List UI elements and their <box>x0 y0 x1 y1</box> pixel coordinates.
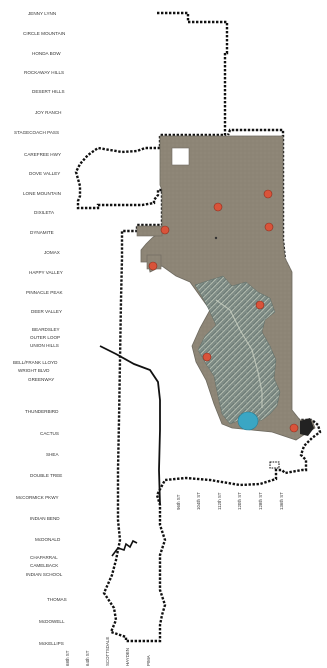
street-label: 120th ST <box>237 492 242 510</box>
street-label: 64th ST <box>85 650 90 666</box>
road-label: DIXILETA <box>34 210 55 215</box>
road-label: OUTER LOOP <box>30 335 60 340</box>
road-labels: JENNY LYNN CIRCLE MOUNTAIN HONDA BOW ROC… <box>13 11 67 646</box>
road-label: PINNACLE PEAK <box>26 290 63 295</box>
road-label: INDIAN SCHOOL <box>26 572 63 577</box>
road-label: McCORMICK PKWY <box>16 495 59 500</box>
road-label: DOUBLE TREE <box>30 473 62 478</box>
street-label: 128th ST <box>258 492 263 510</box>
trailhead-dot <box>214 236 218 240</box>
markers <box>148 189 299 433</box>
road-label: CHAPARRAL <box>30 555 58 560</box>
road-label: CIRCLE MOUNTAIN <box>23 31 65 36</box>
road-label: McDOWELL <box>39 619 65 624</box>
road-label: BEARDSLEY <box>32 327 60 332</box>
mountain-terrain <box>194 275 281 425</box>
canal-line <box>111 539 138 557</box>
road-label: CAMELBACK <box>30 563 59 568</box>
road-label: THOMAS <box>47 597 67 602</box>
marker[interactable] <box>255 300 265 310</box>
bottom-street-labels: 68th ST 64th ST SCOTTSDALE HAYDEN PIMA <box>65 637 151 666</box>
road-label: McDONALD <box>35 537 61 542</box>
road-label: CACTUS <box>40 431 59 436</box>
mountain-ridge <box>215 299 263 408</box>
road-label: JOMAX <box>44 250 60 255</box>
road-label: McKELLIPS <box>39 641 64 646</box>
street-label: 136th ST <box>279 492 284 510</box>
street-label: 68th ST <box>65 650 70 666</box>
water-body <box>237 411 259 431</box>
road-label: HAPPY VALLEY <box>29 270 63 275</box>
road-label: CAREFREE HWY <box>24 152 61 157</box>
marker[interactable] <box>160 225 170 235</box>
street-label: 96th ST <box>176 494 181 510</box>
road-label: LONE MOUNTAIN <box>23 191 61 196</box>
inner-street-labels: 96th ST 104th ST 112th ST 120th ST 128th… <box>176 492 284 510</box>
road-label: STAGECOACH PASS <box>14 130 59 135</box>
road-label: SHEA <box>46 452 59 457</box>
street-label: 104th ST <box>196 492 201 510</box>
marker[interactable] <box>289 423 299 433</box>
road-label: DOVE VALLEY <box>29 171 60 176</box>
marker[interactable] <box>263 189 273 199</box>
road-label: INDIAN BEND <box>30 516 60 521</box>
marker[interactable] <box>264 222 274 232</box>
preserve-block-1 <box>136 225 163 237</box>
road-label: JENNY LYNN <box>28 11 56 16</box>
road-label: ROCKAWAY HILLS <box>24 70 64 75</box>
road-label: DEER VALLEY <box>31 309 62 314</box>
marker[interactable] <box>202 352 212 362</box>
road-label: DYNAMITE <box>30 230 54 235</box>
dark-patch <box>300 418 314 436</box>
street-label: PIMA <box>146 655 151 666</box>
road-label: BELL/FRANK LLOYD <box>13 360 58 365</box>
road-label: UNION HILLS <box>30 343 59 348</box>
road-label: GREENWAY <box>28 377 54 382</box>
street-label: HAYDEN <box>125 648 130 666</box>
road-label: HONDA BOW <box>32 51 61 56</box>
road-label: THUNDERBIRD <box>25 409 59 414</box>
small-parcel <box>269 461 280 469</box>
marker[interactable] <box>148 261 158 271</box>
road-label: JOY RANCH <box>35 110 61 115</box>
road-label: WRIGHT BLVD <box>18 368 50 373</box>
city-boundary <box>74 11 322 643</box>
street-label: SCOTTSDALE <box>105 637 110 666</box>
road-label: DESERT HILLS <box>32 89 65 94</box>
inholding <box>171 147 190 166</box>
highway-line <box>99 345 161 506</box>
marker[interactable] <box>213 202 223 212</box>
street-label: 112th ST <box>217 492 222 510</box>
